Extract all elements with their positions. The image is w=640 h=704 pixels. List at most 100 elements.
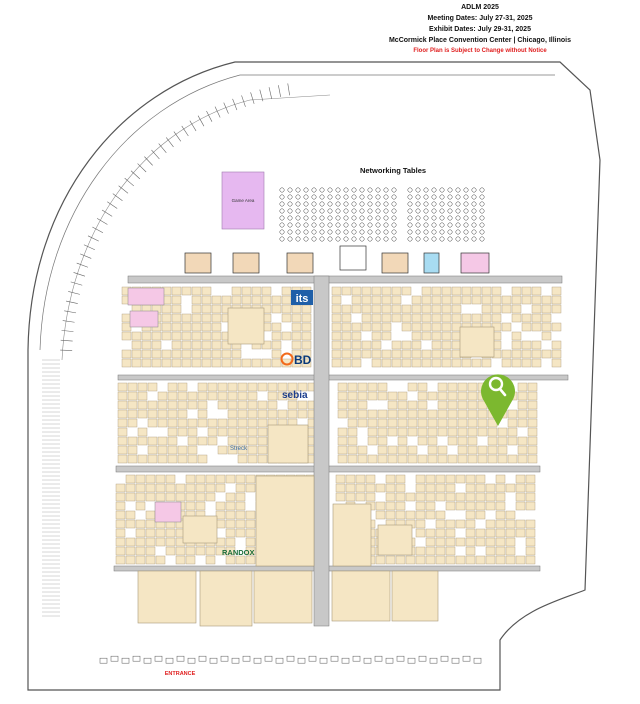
booth[interactable] xyxy=(181,322,192,332)
booth[interactable] xyxy=(115,492,126,502)
booth[interactable] xyxy=(245,546,256,556)
booth[interactable] xyxy=(437,400,448,410)
booth[interactable] xyxy=(351,331,362,341)
booth[interactable] xyxy=(421,313,432,323)
booth[interactable] xyxy=(495,546,506,556)
booth[interactable] xyxy=(291,313,302,323)
booth[interactable] xyxy=(241,358,252,368)
booth[interactable] xyxy=(115,555,126,565)
booth[interactable] xyxy=(431,331,442,341)
booth[interactable] xyxy=(411,322,422,332)
booth[interactable] xyxy=(391,313,402,323)
booth[interactable] xyxy=(437,454,448,464)
booth[interactable] xyxy=(331,331,342,341)
booth[interactable] xyxy=(505,546,516,556)
booth[interactable] xyxy=(165,528,176,538)
booth[interactable] xyxy=(297,409,308,419)
booth[interactable] xyxy=(337,391,348,401)
booth[interactable] xyxy=(511,304,522,314)
booth[interactable] xyxy=(397,427,408,437)
booth[interactable] xyxy=(161,331,172,341)
large-booth[interactable] xyxy=(255,475,315,567)
booth[interactable] xyxy=(337,445,348,455)
booth[interactable] xyxy=(411,358,422,368)
booth[interactable] xyxy=(137,409,148,419)
booth[interactable] xyxy=(411,295,422,305)
booth[interactable] xyxy=(387,391,398,401)
booth[interactable] xyxy=(215,510,226,520)
booth[interactable] xyxy=(421,295,432,305)
booth[interactable] xyxy=(331,340,342,350)
booth[interactable] xyxy=(541,331,552,341)
booth[interactable] xyxy=(197,382,208,392)
booth[interactable] xyxy=(417,427,428,437)
booth[interactable] xyxy=(457,382,468,392)
booth[interactable] xyxy=(371,295,382,305)
booth[interactable] xyxy=(415,501,426,511)
booth[interactable] xyxy=(187,436,198,446)
booth[interactable] xyxy=(125,519,136,529)
booth[interactable] xyxy=(457,400,468,410)
booth[interactable] xyxy=(235,510,246,520)
booth[interactable] xyxy=(135,483,146,493)
booth[interactable] xyxy=(475,555,486,565)
booth[interactable] xyxy=(287,400,298,410)
booth[interactable] xyxy=(381,322,392,332)
booth[interactable] xyxy=(257,427,268,437)
booth[interactable] xyxy=(121,331,132,341)
booth[interactable] xyxy=(135,555,146,565)
booth[interactable] xyxy=(191,331,202,341)
booth[interactable] xyxy=(167,436,178,446)
lounge-booth[interactable] xyxy=(423,252,440,274)
booth[interactable] xyxy=(181,340,192,350)
booth[interactable] xyxy=(211,295,222,305)
booth[interactable] xyxy=(247,382,258,392)
booth[interactable] xyxy=(515,555,526,565)
booth[interactable] xyxy=(167,382,178,392)
booth[interactable] xyxy=(351,358,362,368)
booth[interactable] xyxy=(117,445,128,455)
booth[interactable] xyxy=(177,427,188,437)
booth[interactable] xyxy=(257,400,268,410)
booth[interactable] xyxy=(477,409,488,419)
booth[interactable] xyxy=(267,400,278,410)
booth[interactable] xyxy=(377,418,388,428)
booth[interactable] xyxy=(297,382,308,392)
booth[interactable] xyxy=(231,286,242,296)
booth[interactable] xyxy=(125,483,136,493)
booth[interactable] xyxy=(467,436,478,446)
booth[interactable] xyxy=(335,492,346,502)
booth[interactable] xyxy=(495,528,506,538)
booth[interactable] xyxy=(277,391,288,401)
booth[interactable] xyxy=(135,501,146,511)
booth[interactable] xyxy=(411,331,422,341)
booth[interactable] xyxy=(177,400,188,410)
booth[interactable] xyxy=(371,313,382,323)
booth[interactable] xyxy=(445,519,456,529)
booth[interactable] xyxy=(475,492,486,502)
booth[interactable] xyxy=(251,358,262,368)
booth[interactable] xyxy=(405,510,416,520)
booth[interactable] xyxy=(237,427,248,437)
booth[interactable] xyxy=(217,400,228,410)
booth[interactable] xyxy=(187,418,198,428)
booth[interactable] xyxy=(331,286,342,296)
booth[interactable] xyxy=(475,537,486,547)
booth[interactable] xyxy=(401,358,412,368)
booth[interactable] xyxy=(121,358,132,368)
booth[interactable] xyxy=(171,331,182,341)
booth[interactable] xyxy=(525,555,536,565)
booth[interactable] xyxy=(427,436,438,446)
booth[interactable] xyxy=(425,501,436,511)
pin-shape[interactable] xyxy=(480,374,515,426)
booth[interactable] xyxy=(481,313,492,323)
booth[interactable] xyxy=(297,400,308,410)
booth[interactable] xyxy=(415,510,426,520)
booth[interactable] xyxy=(171,322,182,332)
booth[interactable] xyxy=(151,331,162,341)
booth[interactable] xyxy=(251,295,262,305)
booth[interactable] xyxy=(395,492,406,502)
booth[interactable] xyxy=(407,382,418,392)
booth[interactable] xyxy=(341,286,352,296)
booth[interactable] xyxy=(521,349,532,359)
